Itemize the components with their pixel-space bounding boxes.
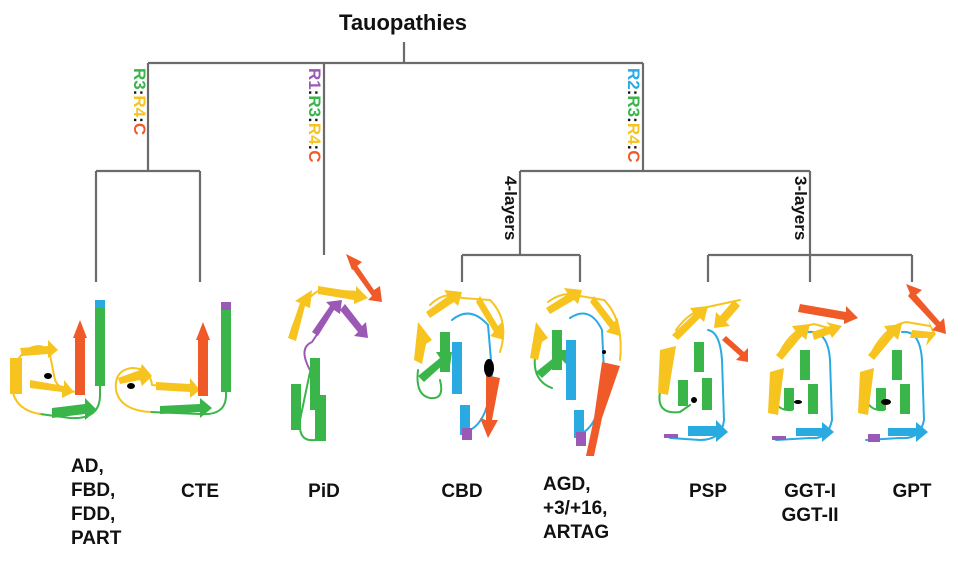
leaf-label-ggt: GGT-I GGT-II [782, 481, 839, 526]
fold-ggt [768, 304, 858, 442]
leaf-label-line: GGT-II [782, 505, 839, 526]
leaf-label-psp: PSP [689, 481, 727, 502]
branch-label-part: C [130, 123, 149, 135]
diagram-title: Tauopathies [339, 10, 467, 35]
tree-lines [94, 42, 914, 282]
branch-label-part: R4 [130, 95, 149, 117]
fold-cbd [414, 290, 505, 440]
leaf-label-line: CTE [181, 481, 219, 502]
leaf-label-line: FBD, [71, 480, 115, 501]
branch-label-part: R3 [305, 95, 324, 117]
fold-agd [530, 288, 622, 456]
branch-label-part: : [130, 90, 149, 96]
branch-label-part: : [624, 145, 643, 151]
branch-label-part: R1 [305, 68, 324, 90]
branch-label-part: R4 [305, 123, 324, 145]
leaf-label-line: PART [71, 528, 122, 549]
branch-label-r2-r3-r4-c: R2:R3:R4:C [624, 68, 643, 163]
branch-label-part: R2 [624, 68, 643, 90]
fold-ad [10, 300, 105, 420]
branch-label-part: R3 [130, 68, 149, 90]
fold-cte [114, 302, 231, 418]
leaf-label-gpt: GPT [892, 481, 931, 502]
fold-psp [658, 299, 748, 442]
branch-label-r1-r3-r4-c: R1:R3:R4:C [305, 68, 324, 163]
leaf-label-line: +3/+16, [543, 498, 607, 519]
branch-label-part: : [305, 90, 324, 96]
fold-gpt [858, 284, 946, 442]
branch-label-part: C [624, 150, 643, 162]
leaf-label-line: ARTAG [543, 522, 609, 543]
branch-label-part: C [305, 150, 324, 162]
fold-pid [288, 254, 382, 442]
leaf-label-line: AD, [71, 456, 104, 477]
branch-label-part: : [305, 117, 324, 123]
leaf-label-cte: CTE [181, 481, 219, 502]
leaf-label-line: AGD, [543, 474, 591, 495]
leaf-label-agd: AGD, +3/+16, ARTAG [543, 474, 609, 543]
branch-label-part: : [624, 90, 643, 96]
branch-label-4-layers: 4-layers [501, 176, 520, 240]
leaf-label-line: GPT [892, 481, 931, 502]
leaf-label-cbd: CBD [441, 481, 482, 502]
leaf-label-line: PiD [308, 481, 340, 502]
branch-label-3-layers: 3-layers [791, 176, 810, 240]
branch-label-part: : [624, 117, 643, 123]
leaf-label-line: GGT-I [784, 481, 836, 502]
branch-label-part: R4 [624, 123, 643, 145]
leaf-label-line: PSP [689, 481, 727, 502]
leaf-label-ad: AD, FBD, FDD, PART [71, 456, 122, 549]
branch-label-part: : [305, 145, 324, 151]
branch-label-part: : [130, 117, 149, 123]
branch-label-part: R3 [624, 95, 643, 117]
leaf-label-pid: PiD [308, 481, 340, 502]
branch-label-r3-r4-c: R3:R4:C [130, 68, 149, 135]
leaf-label-line: FDD, [71, 504, 115, 525]
leaf-label-line: CBD [441, 481, 482, 502]
